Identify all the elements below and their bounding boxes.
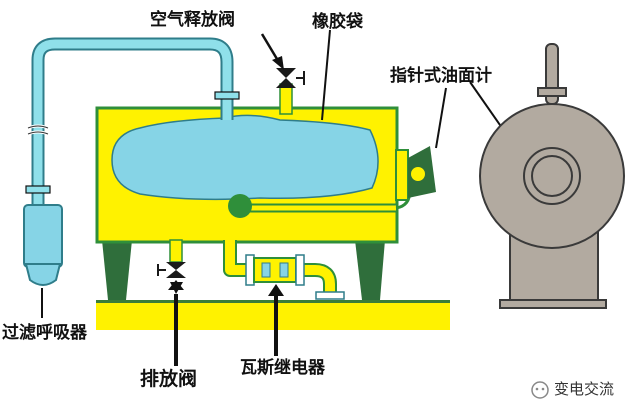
ground-line [96,300,450,303]
wechat-icon [531,381,549,399]
flange-breather [25,185,51,194]
arrow-gas-relay-tip [268,284,284,296]
label-pointer-oil-gauge: 指针式油面计 [390,66,492,86]
breather-pipe-inner [33,39,232,205]
float-ball [228,194,252,218]
ground-base [96,300,450,330]
arrow-rubber-bag [321,29,331,121]
label-air-release-valve: 空气释放阀 [150,10,235,30]
rubber-bag [111,114,379,201]
oil-gauge-icon [395,146,436,201]
gas-relay-outlet-flange [315,291,345,300]
gas-relay-icon [245,254,305,286]
label-gas-relay: 瓦斯继电器 [240,358,325,378]
tank-leg-right [355,240,385,300]
watermark-text: 变电交流 [554,380,615,398]
arrow-drain-tip [168,280,184,290]
drain-valve-icon[interactable] [157,262,186,278]
air-valve-pipe [279,83,293,115]
filter-breather-body [23,204,63,268]
label-filter-breather: 过滤呼吸器 [2,323,87,343]
pipe-break-lines [27,125,49,135]
flange-top [214,91,240,100]
drain-pipe [169,239,183,263]
tank-leg-left [102,240,132,300]
air-release-valve-icon[interactable] [276,68,305,88]
label-rubber-bag: 橡胶袋 [312,12,363,32]
arrow-gauge-a [435,87,447,149]
label-drain-valve: 排放阀 [140,368,198,390]
gas-relay-pipe-inner [225,240,335,292]
arrow-air-valve-head [272,56,284,70]
end-view [479,43,625,309]
filter-breather-cup [24,263,62,286]
